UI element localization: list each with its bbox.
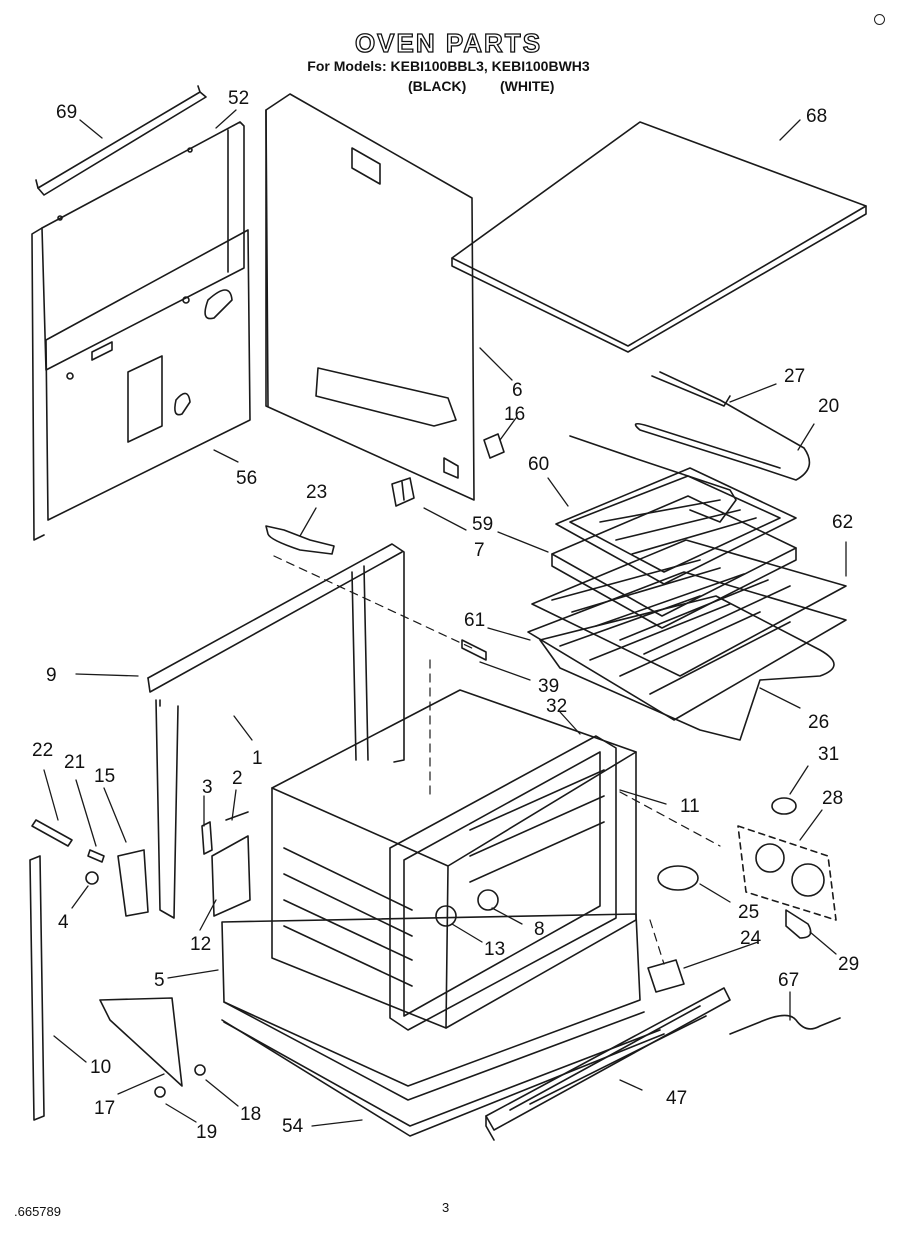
callout-21: 21 [64,752,85,773]
callout-25: 25 [738,902,759,923]
part-7-clip [391,477,415,507]
callout-8: 8 [534,919,545,940]
callout-12: 12 [190,934,211,955]
callout-3: 3 [202,777,213,798]
part-68-top-cover [451,121,867,353]
callout-26: 26 [808,712,829,733]
models-line: For Models: KEBI100BBL3, KEBI100BWH3 [307,58,590,74]
callout-59: 59 [472,514,493,535]
part-29-bulb [785,909,812,939]
leader-lines [43,109,847,1127]
callout-23: 23 [306,482,327,503]
callout-19: 19 [196,1122,217,1143]
callout-5: 5 [154,970,165,991]
part-69-top-trim [35,85,207,196]
callout-9: 9 [46,665,57,686]
callout-68: 68 [806,106,827,127]
callout-1: 1 [252,748,263,769]
callout-16: 16 [504,404,525,425]
assembly-lines [273,555,721,965]
callout-17: 17 [94,1098,115,1119]
part-47-kick-panel [485,987,731,1141]
callout-11: 11 [680,796,700,817]
part-62-oven-rack [531,539,847,677]
part-23-oven-sensor [265,525,335,555]
callout-7: 7 [474,540,485,561]
callout-24: 24 [740,928,762,949]
callout-54: 54 [282,1116,304,1137]
callout-69: 69 [56,102,77,123]
part-8-knob [477,889,499,911]
callout-13: 13 [484,939,505,960]
part-10-side-trim [29,855,45,1121]
part-6-side-panel [265,93,475,501]
part-9-front-frame [147,543,405,919]
color-label-white: (WHITE) [500,78,555,94]
part-32-door-gasket [389,735,617,1031]
part-13-knob [435,905,457,927]
callout-31: 31 [818,744,839,765]
callout-39: 39 [538,676,559,697]
part-17-hinge [99,997,183,1087]
part-56-insulation-panel [45,229,251,521]
part-15-hinge [117,849,149,917]
part-1-oven-cavity [271,689,637,1029]
callout-20: 20 [818,396,839,417]
callout-60: 60 [528,454,549,475]
part-67-wire-harness [729,1014,841,1035]
part-16-bracket [483,433,505,459]
callout-62: 62 [832,512,853,533]
callout-67: 67 [778,970,799,991]
part-61-oven-rack [527,571,847,721]
part-39-fitting [461,639,487,661]
part-5-bottom-panel [221,913,645,1101]
callout-61: 61 [464,610,485,631]
part-54-base-pan [221,1019,665,1137]
document-code: .665789 [14,1204,61,1219]
callout-labels: 69 52 68 6 16 27 20 56 23 7 60 59 62 61 … [32,88,859,1143]
part-18-screw [194,1064,206,1076]
callout-22: 22 [32,740,53,761]
callout-27: 27 [784,366,805,387]
part-2-pin [225,811,249,821]
part-25-lens [657,865,699,891]
callout-4: 4 [58,912,69,933]
part-21-pin [87,849,105,863]
part-19-screw [154,1086,166,1098]
callout-15: 15 [94,766,115,787]
part-4-nut [85,871,99,885]
callout-29: 29 [838,954,859,975]
part-26-bake-element [539,595,835,741]
corner-circle-mark [874,14,885,25]
color-label-black: (BLACK) [408,78,467,94]
part-31-gasket [771,797,797,815]
callout-56: 56 [236,468,257,489]
callout-32: 32 [546,696,567,717]
callout-28: 28 [822,788,843,809]
part-3-pin [201,821,213,855]
callout-2: 2 [232,768,243,789]
part-24-switch [647,959,685,993]
callout-52: 52 [228,88,249,109]
part-22-spring [31,819,73,847]
page-number: 3 [442,1200,450,1215]
callout-18: 18 [240,1104,261,1125]
callout-47: 47 [666,1088,687,1109]
part-20-broil-element [569,371,811,523]
part-12-bracket [211,835,251,917]
page-title: OVEN PARTS [354,27,543,58]
part-28-light-socket [737,825,837,921]
callout-10: 10 [90,1057,111,1078]
callout-6: 6 [512,380,523,401]
